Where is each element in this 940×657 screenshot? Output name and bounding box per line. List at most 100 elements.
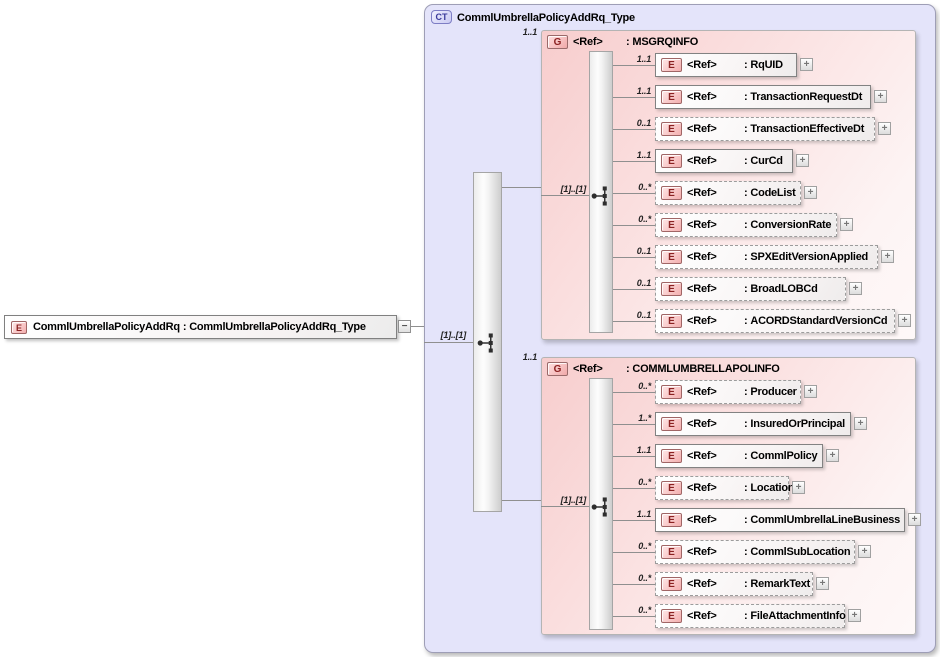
connector-line: [424, 342, 473, 343]
expand-icon[interactable]: +: [816, 577, 829, 590]
expand-icon[interactable]: +: [792, 481, 805, 494]
connector-line: [613, 424, 655, 425]
group-name-text: COMMLUMBRELLAPOLINFO: [632, 363, 780, 375]
colon-separator: :: [626, 36, 630, 48]
cardinality-label: 1..*: [638, 413, 651, 423]
element-name: :CommlSubLocation: [741, 541, 851, 563]
connector-line: [541, 506, 589, 507]
expand-icon[interactable]: +: [908, 513, 921, 526]
colon-separator: :: [744, 283, 748, 295]
expand-icon[interactable]: +: [800, 58, 813, 71]
cardinality-label: 0..*: [638, 573, 651, 583]
element-node-commlumbrellalinebusiness[interactable]: E <Ref> :CommlUmbrellaLineBusiness +: [655, 508, 921, 532]
connector-line: [502, 187, 541, 188]
cardinality-label: 0..*: [638, 214, 651, 224]
element-name: :RemarkText: [741, 573, 810, 595]
element-name-text: FileAttachmentInfo: [750, 610, 846, 622]
cardinality-label: 1..1: [636, 54, 651, 64]
element-badge-icon: E: [661, 545, 682, 559]
ref-label: <Ref>: [687, 315, 717, 327]
element-name-text: SPXEditVersionApplied: [750, 251, 869, 263]
colon-separator: :: [744, 155, 748, 167]
expand-icon[interactable]: +: [858, 545, 871, 558]
element-node-conversionrate[interactable]: E <Ref> :ConversionRate +: [655, 213, 853, 237]
element-badge-icon: E: [661, 513, 682, 527]
element-node-spxeditversionapplied[interactable]: E <Ref> :SPXEditVersionApplied +: [655, 245, 894, 269]
connector-line: [613, 616, 655, 617]
element-node-acordstandardversioncd[interactable]: E <Ref> :ACORDStandardVersionCd +: [655, 309, 911, 333]
element-node-transactioneffectivedt[interactable]: E <Ref> :TransactionEffectiveDt +: [655, 117, 891, 141]
ref-label: <Ref>: [687, 578, 717, 590]
expand-icon[interactable]: +: [878, 122, 891, 135]
expand-icon[interactable]: +: [849, 282, 862, 295]
root-element-type: CommlUmbrellaPolicyAddRq_Type: [189, 321, 366, 333]
expand-icon[interactable]: +: [804, 385, 817, 398]
element-node-fileattachmentinfo[interactable]: E <Ref> :FileAttachmentInfo +: [655, 604, 861, 628]
element-badge-icon: E: [661, 577, 682, 591]
group-header[interactable]: G <Ref> :COMMLUMBRELLAPOLINFO: [542, 358, 915, 380]
sequence-bar: [589, 378, 613, 630]
group-badge-icon: G: [547, 35, 568, 49]
element-node-insuredorprincipal[interactable]: E <Ref> :InsuredOrPrincipal +: [655, 412, 867, 436]
element-node-codelist[interactable]: E <Ref> :CodeList +: [655, 181, 817, 205]
expand-icon[interactable]: +: [826, 449, 839, 462]
collapse-icon[interactable]: −: [398, 320, 411, 333]
expand-icon[interactable]: +: [881, 250, 894, 263]
group-header[interactable]: G <Ref> :MSGRQINFO: [542, 31, 915, 53]
connector-line: [541, 195, 589, 196]
element-node-commlsublocation[interactable]: E <Ref> :CommlSubLocation +: [655, 540, 871, 564]
element-badge-icon: E: [11, 321, 27, 334]
ref-label: <Ref>: [687, 450, 717, 462]
colon-separator: :: [744, 546, 748, 558]
expand-icon[interactable]: +: [796, 154, 809, 167]
element-badge-icon: E: [661, 58, 682, 72]
connector-line: [613, 161, 655, 162]
element-name-text: CommlUmbrellaLineBusiness: [750, 514, 901, 526]
element-node-commlpolicy[interactable]: E <Ref> :CommlPolicy +: [655, 444, 839, 468]
model-cardinality-label: [1]..[1]: [560, 184, 587, 194]
expand-icon[interactable]: +: [848, 609, 861, 622]
expand-icon[interactable]: +: [874, 90, 887, 103]
element-badge-icon: E: [661, 417, 682, 431]
element-badge-icon: E: [661, 481, 682, 495]
element-name: :CurCd: [741, 150, 783, 172]
element-name: :Location: [741, 477, 795, 499]
group-cardinality-label: 1..1: [522, 27, 537, 37]
element-node-transactionrequestdt[interactable]: E <Ref> :TransactionRequestDt +: [655, 85, 887, 109]
ref-label: <Ref>: [687, 155, 717, 167]
cardinality-label: 0..*: [638, 605, 651, 615]
ref-label: <Ref>: [687, 418, 717, 430]
element-name: :TransactionEffectiveDt: [741, 118, 864, 140]
element-node-producer[interactable]: E <Ref> :Producer +: [655, 380, 817, 404]
ref-label: <Ref>: [687, 546, 717, 558]
connector-line: [613, 584, 655, 585]
element-node-curcd[interactable]: E <Ref> :CurCd +: [655, 149, 809, 173]
expand-icon[interactable]: +: [854, 417, 867, 430]
expand-icon[interactable]: +: [840, 218, 853, 231]
sequence-compositor-icon[interactable]: [591, 496, 613, 518]
ref-label: <Ref>: [687, 187, 717, 199]
connector-line: [613, 193, 655, 194]
element-badge-icon: E: [661, 250, 682, 264]
element-node-broadlobcd[interactable]: E <Ref> :BroadLOBCd +: [655, 277, 862, 301]
sequence-compositor-icon[interactable]: [477, 332, 499, 354]
element-node-rquid[interactable]: E <Ref> :RqUID +: [655, 53, 813, 77]
expand-icon[interactable]: +: [804, 186, 817, 199]
ref-label: <Ref>: [687, 91, 717, 103]
element-node-location[interactable]: E <Ref> :Location +: [655, 476, 805, 500]
sequence-compositor-icon[interactable]: [591, 185, 613, 207]
expand-icon[interactable]: +: [898, 314, 911, 327]
element-badge-icon: E: [661, 282, 682, 296]
cardinality-label: 1..1: [636, 445, 651, 455]
colon-separator: :: [744, 610, 748, 622]
connector-line: [613, 552, 655, 553]
element-name-text: CodeList: [750, 187, 796, 199]
element-name: :FileAttachmentInfo: [741, 605, 846, 627]
element-name-text: CommlSubLocation: [750, 546, 851, 558]
root-element-node[interactable]: E CommlUmbrellaPolicyAddRq:CommlUmbrella…: [4, 315, 397, 339]
model-cardinality-label: [1]..[1]: [560, 495, 587, 505]
element-name: :SPXEditVersionApplied: [741, 246, 868, 268]
element-node-remarktext[interactable]: E <Ref> :RemarkText +: [655, 572, 829, 596]
complex-type-icon: CT: [431, 10, 452, 24]
element-name-text: RqUID: [750, 59, 783, 71]
